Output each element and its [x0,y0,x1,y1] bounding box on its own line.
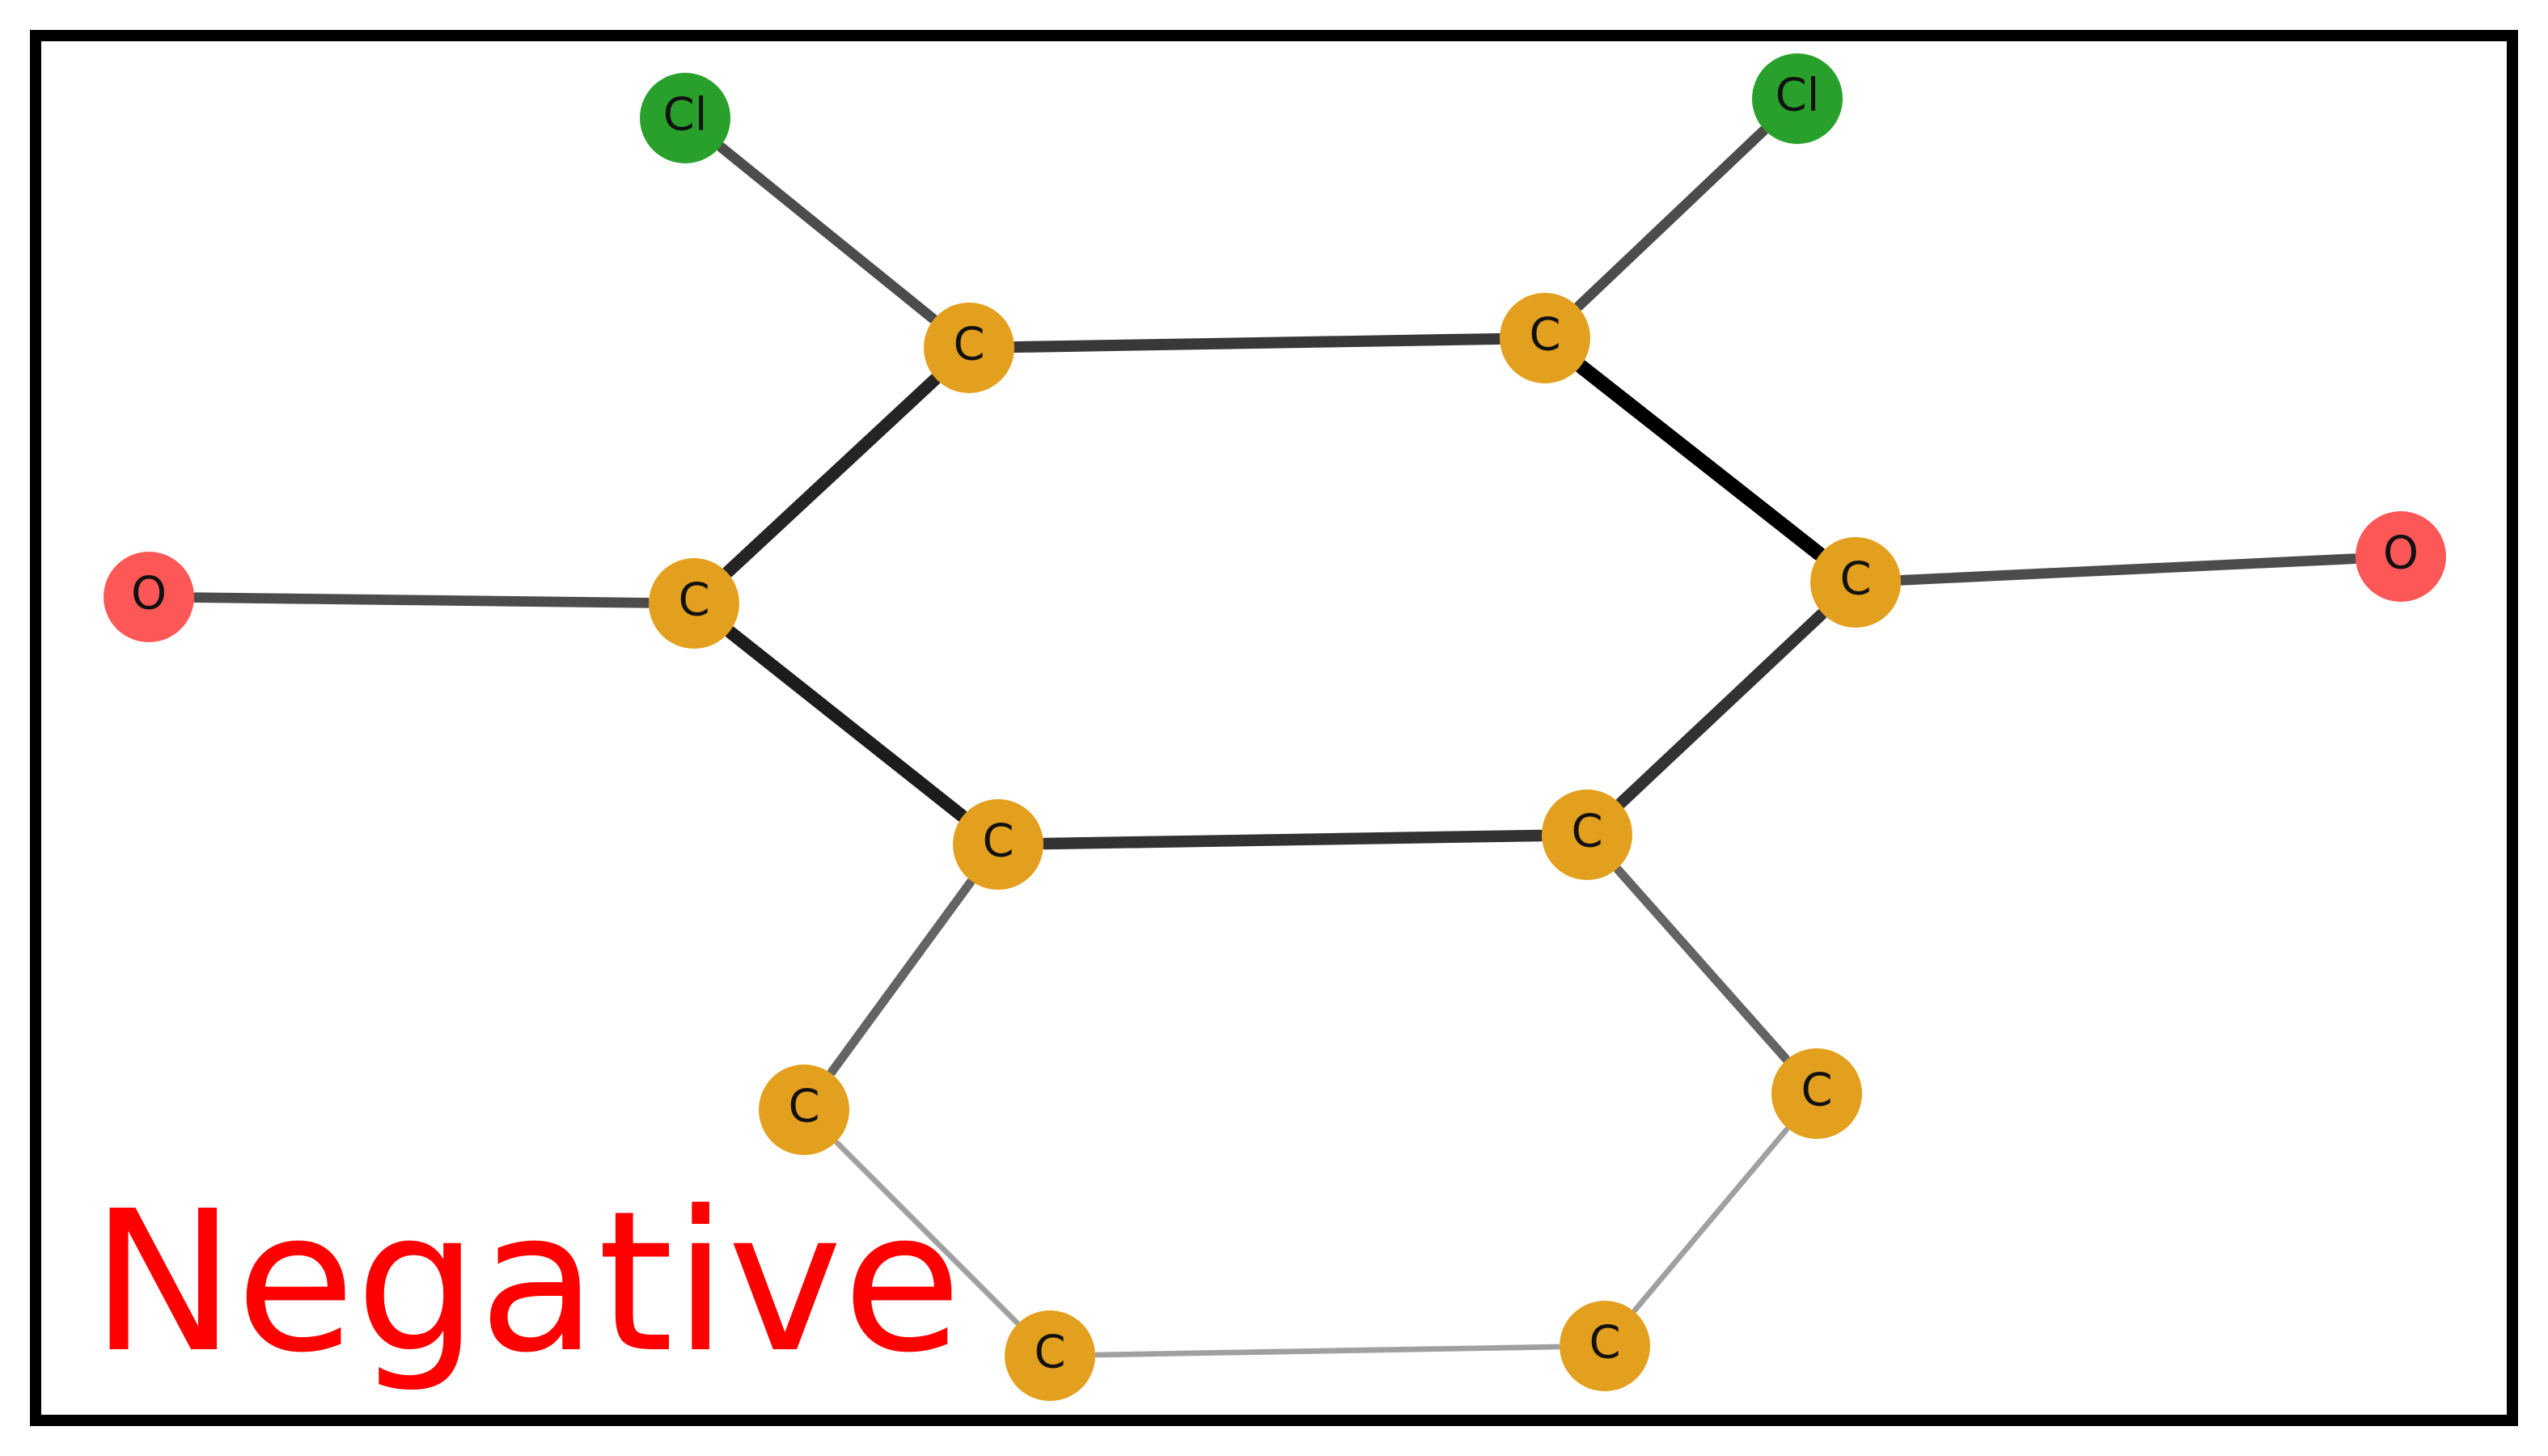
atom-node [953,799,1043,890]
atom-o2: O [2355,511,2446,602]
atom-label: C [1529,309,1560,362]
bond-c5-c7 [1613,865,1791,1064]
bond-c4-c5 [1039,829,1547,850]
bonds [190,125,2360,1358]
bond-c1-c3 [722,373,942,578]
atom-node [104,552,194,642]
atom-label: Cl [1776,70,1820,122]
atom-label: C [982,815,1014,868]
bond-c4-c6 [827,878,976,1077]
atom-label: C [1589,1317,1620,1369]
atom-node [1752,53,1843,144]
atom-node [1500,293,1590,383]
bond-c6-c8 [834,1140,1020,1326]
bond-cl2-c2 [1573,125,1769,311]
atom-c8: C [1005,1310,1095,1401]
bond-c2-cr [1574,359,1826,561]
atom-c7: C [1771,1048,1862,1139]
atom-node [1560,1301,1650,1391]
atom-label: C [1571,806,1602,858]
atom-node [924,303,1014,393]
bond-c3-c4 [724,626,968,822]
bond-cr-o2 [1897,553,2360,586]
atom-c9: C [1560,1301,1650,1391]
atom-node [2355,511,2446,602]
atom-c5: C [1542,789,1632,880]
bond-o1-c3 [190,592,653,608]
atom-cr: C [1810,537,1901,628]
atom-label: C [788,1081,819,1133]
atom-c3: C [649,558,739,649]
atom-o1: O [104,552,194,642]
atom-cl1: Cl [640,73,730,163]
atom-node [1005,1310,1095,1401]
atom-label: O [131,568,167,620]
bond-c5-cr [1615,608,1827,809]
atom-cl2: Cl [1752,53,1843,144]
bond-cl1-c1 [716,142,938,324]
atom-label: C [1839,553,1871,606]
atom-label: C [678,574,709,627]
atom-c1: C [924,303,1014,393]
atoms: Cl ClC C O C C O C C C C C C [104,53,2446,1401]
atom-node [640,73,730,163]
atom-c6: C [759,1064,849,1155]
bond-c8-c9 [1094,1344,1561,1358]
bond-c9-c7 [1632,1127,1790,1313]
atom-label: C [1034,1327,1065,1379]
bond-c1-c2 [1009,332,1505,353]
frame [30,30,2518,1426]
atom-label: Cl [663,89,708,142]
atom-label: O [2383,527,2419,580]
atom-node [1810,537,1901,628]
atom-node [1771,1048,1862,1139]
atom-label: C [1801,1064,1832,1117]
atom-node [649,558,739,649]
atom-label: C [953,319,984,371]
class-label: Negative [91,1169,962,1395]
atom-node [759,1064,849,1155]
atom-c4: C [953,799,1043,890]
atom-node [1542,789,1632,880]
atom-c2: C [1500,293,1590,383]
